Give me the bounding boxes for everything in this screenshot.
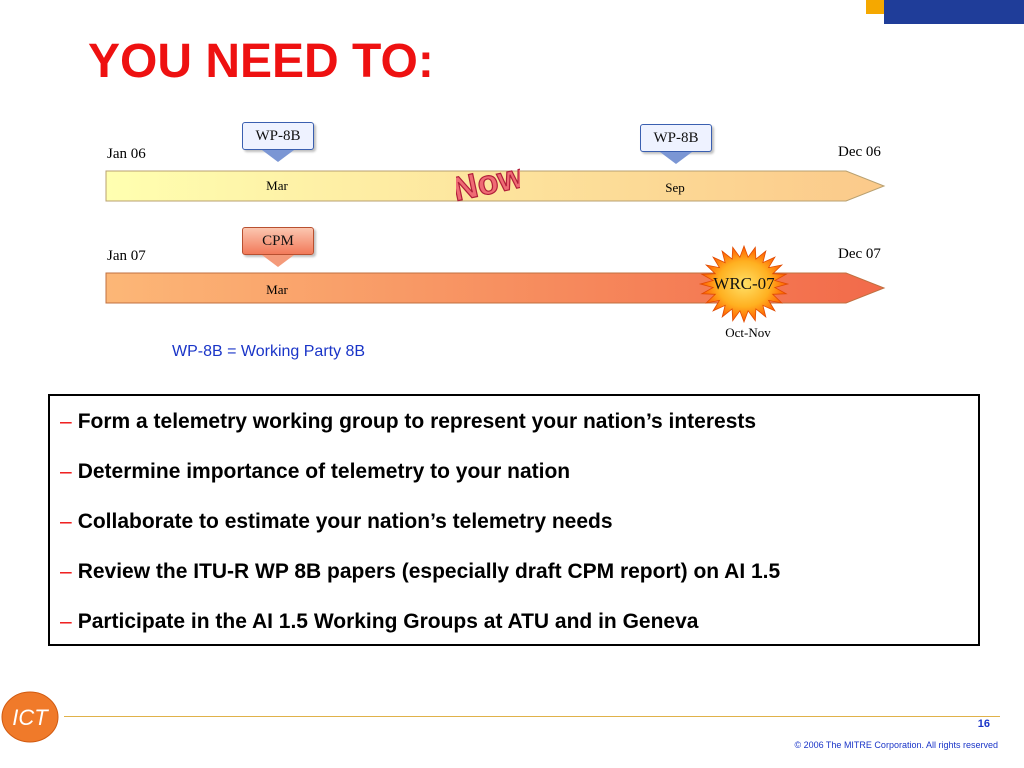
timeline-bar-2006 (105, 170, 886, 202)
burst-star-icon (698, 244, 790, 324)
row1-start-label: Jan 06 (107, 146, 146, 162)
corner-accent-gold (866, 0, 884, 14)
down-arrow-icon (262, 255, 294, 267)
callout-cpm-label: CPM (242, 227, 314, 255)
action-item: –Collaborate to estimate your nation’s t… (60, 510, 613, 533)
now-badge: Now (456, 156, 520, 209)
callout-wp8b-sep: WP-8B (640, 124, 712, 164)
acronym-legend: WP-8B = Working Party 8B (172, 343, 366, 360)
action-item: –Form a telemetry working group to repre… (60, 410, 757, 433)
action-item: –Participate in the AI 1.5 Working Group… (60, 610, 699, 633)
row1-mark-sep: Sep (665, 180, 685, 195)
wrc-07-burst: WRC-07 (698, 244, 790, 324)
action-items-box: –Form a telemetry working group to repre… (48, 394, 980, 646)
down-arrow-icon (660, 152, 692, 164)
down-arrow-icon (262, 150, 294, 162)
row2-mark-mar: Mar (266, 282, 288, 297)
row2-end-label: Dec 07 (838, 246, 881, 262)
wrc-07-label: WRC-07 (713, 274, 775, 293)
row1-mark-mar: Mar (266, 178, 288, 193)
row1-end-label: Dec 06 (838, 144, 881, 160)
ict-logo: ICT (1, 691, 59, 743)
action-item: –Review the ITU-R WP 8B papers (especial… (60, 560, 781, 583)
action-item: –Determine importance of telemetry to yo… (60, 460, 571, 483)
callout-cpm: CPM (242, 227, 314, 267)
slide-title: YOU NEED TO: (88, 35, 434, 88)
page-number: 16 (977, 718, 990, 730)
callout-wp8b-mar: WP-8B (242, 122, 314, 162)
logo-text: ICT (12, 705, 49, 730)
row2-mark-oct-nov: Oct-Nov (725, 325, 771, 340)
callout-wp8b-sep-label: WP-8B (640, 124, 712, 152)
callout-wp8b-mar-label: WP-8B (242, 122, 314, 150)
copyright-notice: © 2006 The MITRE Corporation. All rights… (794, 740, 998, 750)
now-badge-text: Now (456, 157, 520, 209)
footer-divider (64, 716, 1000, 717)
corner-accent-blue (884, 0, 1024, 24)
row2-start-label: Jan 07 (107, 248, 146, 264)
